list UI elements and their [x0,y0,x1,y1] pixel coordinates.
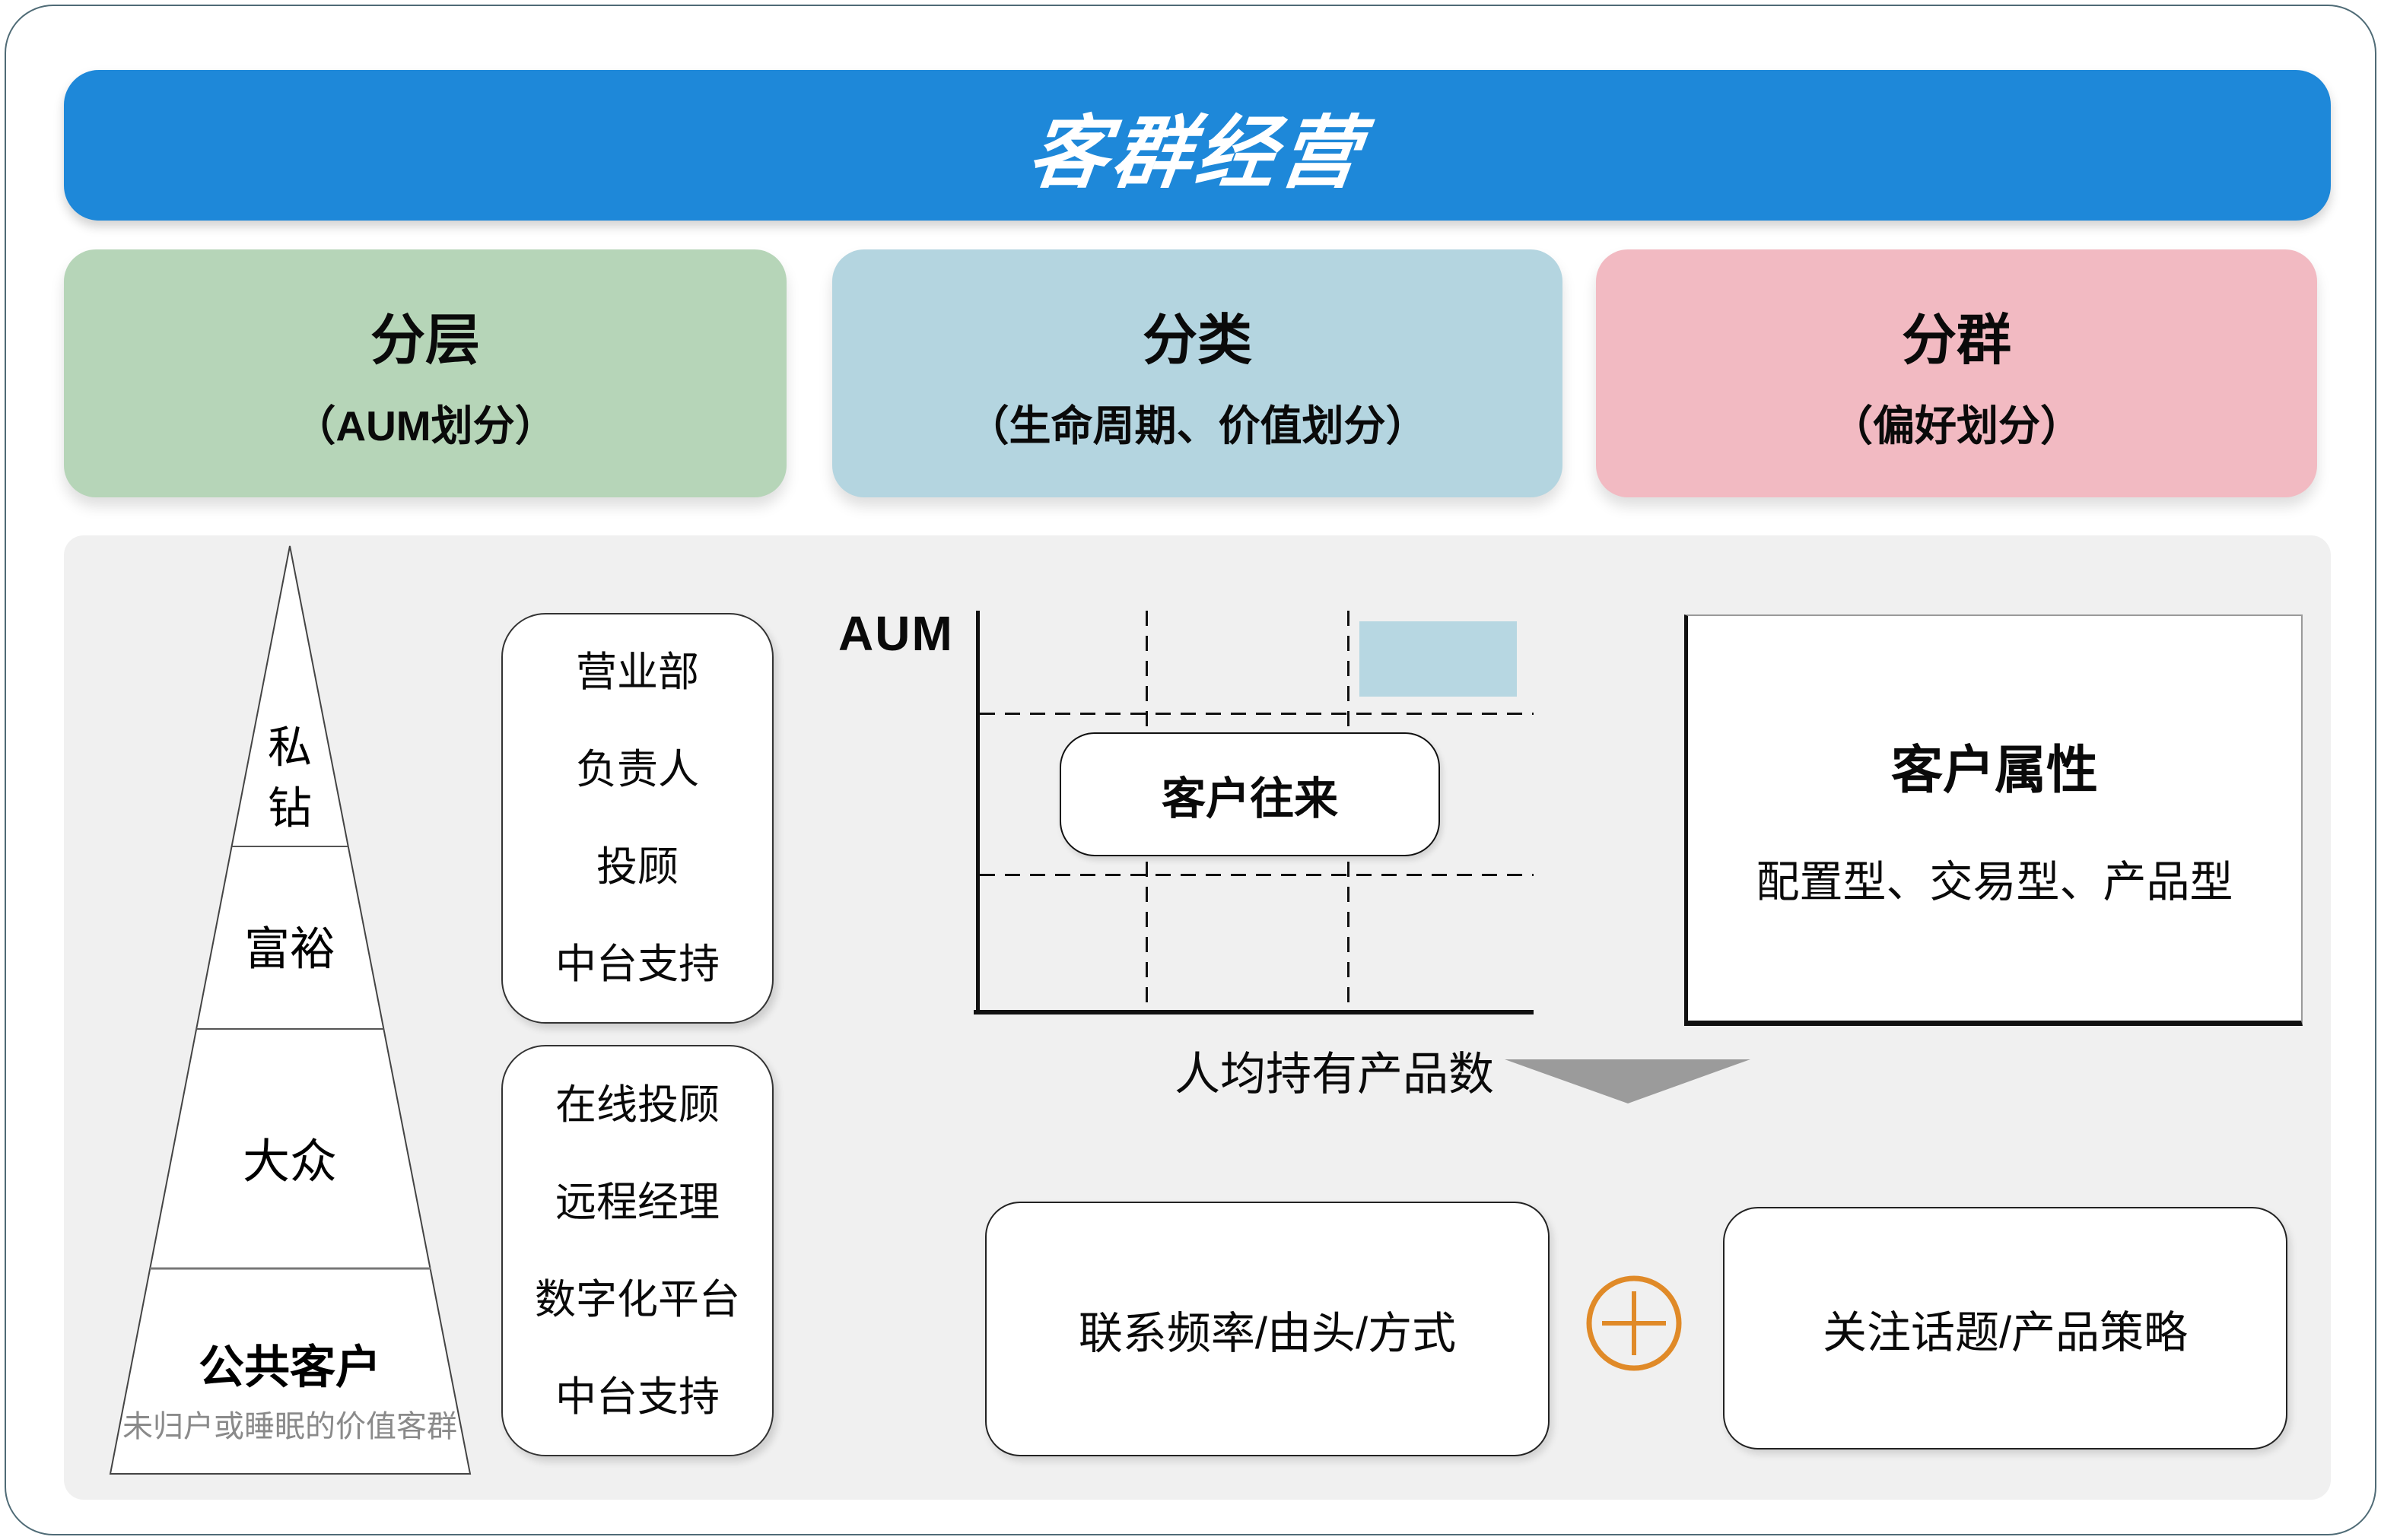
chart-horizontal-gridline [980,874,1534,876]
chart-center-badge: 客户往来 [1060,732,1440,856]
pyramid-level-label: 私 [268,723,312,773]
page-title: 客群经营 [1023,109,1369,198]
chart-x-axis [974,1010,1534,1014]
category-title: 分类 [1142,310,1252,371]
attribute-title: 客户属性 [1890,741,2098,799]
header-banner: 客群经营 [64,70,2331,221]
support-line: 中台支持 [555,941,720,987]
attribute-subtitle: 配置型、交易型、产品型 [1756,857,2233,907]
topic-strategy-box: 关注话题/产品策略 [1723,1207,2287,1450]
chart-y-axis-label: AUM [838,606,954,661]
plus-icon [1586,1275,1682,1371]
pyramid-level-label: 公共客户 [199,1342,381,1393]
pyramid-outline [109,545,472,1475]
chart-x-axis-label: 人均持有产品数 [1175,1049,1494,1100]
support-line: 负责人 [576,747,699,792]
content-panel: 私 钻 富裕 大众 公共客户 未归户或睡眠的价值客群 营业部 负责人 投顾 中台… [64,535,2331,1500]
support-line: 在线投顾 [555,1081,720,1128]
support-box-branch: 营业部 负责人 投顾 中台支持 [501,613,774,1024]
pyramid-level-label: 钻 [268,784,312,834]
support-line: 投顾 [596,844,679,890]
chart-horizontal-gridline [980,713,1534,715]
slide-card: 客群经营 分层 （AUM划分） 分类 （生命周期、价值划分） 分群 （偏好划分）… [5,5,2376,1535]
category-title: 分层 [370,310,480,371]
category-box-classification: 分类 （生命周期、价值划分） [832,249,1562,497]
plus-circle [1586,1275,1682,1371]
down-arrow-shape [1505,1059,1750,1103]
category-box-layering: 分层 （AUM划分） [64,249,787,497]
category-subtitle: （偏好划分） [1830,402,2082,449]
down-arrow-icon [1505,1059,1750,1103]
category-subtitle: （AUM划分） [294,402,557,449]
pyramid-caption: 未归户或睡眠的价值客群 [122,1410,457,1443]
category-title: 分群 [1901,310,2011,371]
chart-y-axis [976,611,980,1013]
pyramid-level-label: 大众 [243,1136,337,1189]
pyramid-level-label: 富裕 [244,924,335,975]
attribute-box: 客户属性 配置型、交易型、产品型 [1684,614,2303,1026]
support-line: 远程经理 [555,1179,720,1225]
category-subtitle: （生命周期、价值划分） [967,402,1428,449]
support-box-online: 在线投顾 远程经理 数字化平台 中台支持 [501,1045,774,1456]
support-line: 营业部 [576,649,699,695]
contact-strategy-box: 联系频率/由头/方式 [985,1202,1550,1456]
support-line: 数字化平台 [535,1276,740,1322]
support-line: 中台支持 [555,1373,720,1420]
category-box-grouping: 分群 （偏好划分） [1596,249,2317,497]
customer-pyramid: 私 钻 富裕 大众 公共客户 未归户或睡眠的价值客群 [109,545,472,1475]
chart-highlight-cell [1359,621,1517,697]
